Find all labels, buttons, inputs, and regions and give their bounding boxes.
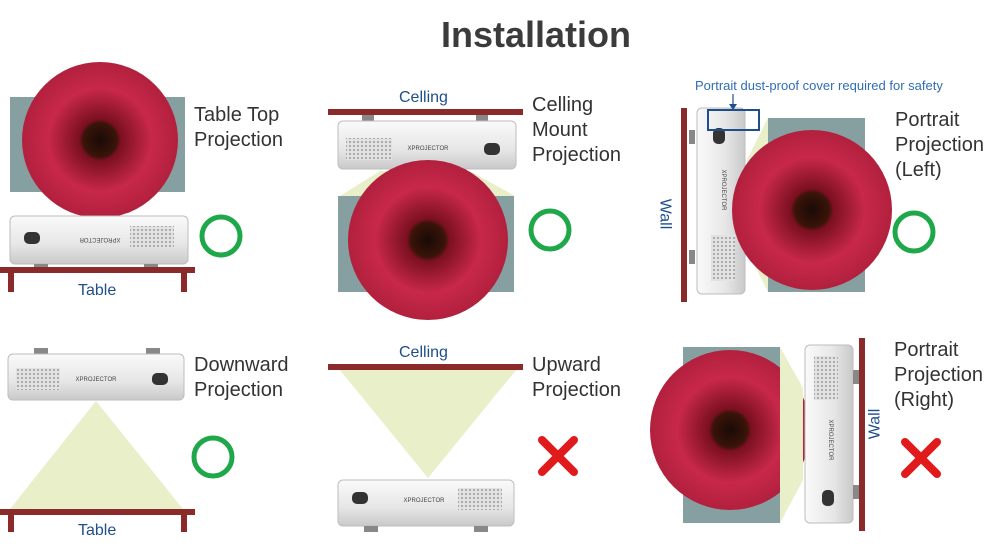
dust-cover-note: Portrait dust-proof cover required for s… xyxy=(695,78,943,93)
ceiling-label: Celling xyxy=(399,344,448,362)
ok-icon xyxy=(194,438,232,476)
wall xyxy=(859,338,865,531)
cross-icon xyxy=(905,442,937,474)
scenario-table-top: XPROJECTOR xyxy=(0,62,240,292)
page-title: Installation xyxy=(0,14,1000,56)
wall xyxy=(681,108,687,302)
ceiling xyxy=(328,109,523,115)
cross-icon xyxy=(542,440,574,472)
projector: XPROJECTOR xyxy=(10,216,188,269)
projector: XPROJECTOR xyxy=(8,348,184,400)
wall-label: Wall xyxy=(866,409,884,440)
label-table-top: Table Top Projection xyxy=(194,103,283,153)
label-downward: Downward Projection xyxy=(194,353,288,403)
light-beam xyxy=(780,347,803,523)
ok-icon xyxy=(895,213,933,251)
ok-icon xyxy=(202,217,240,255)
projector-brand: XPROJECTOR xyxy=(404,498,446,504)
light-beam xyxy=(10,401,183,509)
ceiling-label: Celling xyxy=(399,89,448,107)
ceiling xyxy=(328,364,523,370)
projector-brand: XPROJECTOR xyxy=(720,170,726,212)
projector-brand: XPROJECTOR xyxy=(76,377,118,383)
ok-icon xyxy=(531,211,569,249)
projector: XPROJECTOR xyxy=(805,345,859,523)
label-ceiling-mount: Celling Mount Projection xyxy=(532,93,621,168)
table-label: Table xyxy=(78,522,116,540)
label-portrait-left: Portrait Projection (Left) xyxy=(895,108,984,183)
label-portrait-right: Portrait Projection (Right) xyxy=(894,338,983,413)
wall-label: Wall xyxy=(655,199,673,230)
table-label: Table xyxy=(78,282,116,300)
projector-brand: XPROJECTOR xyxy=(408,146,450,152)
projector-brand: XPROJECTOR xyxy=(827,420,833,462)
projector: XPROJECTOR xyxy=(338,480,514,532)
light-beam xyxy=(340,370,516,478)
label-upward: Upward Projection xyxy=(532,353,621,403)
projected-image xyxy=(10,62,185,218)
projector-brand: XPROJECTOR xyxy=(79,236,121,242)
